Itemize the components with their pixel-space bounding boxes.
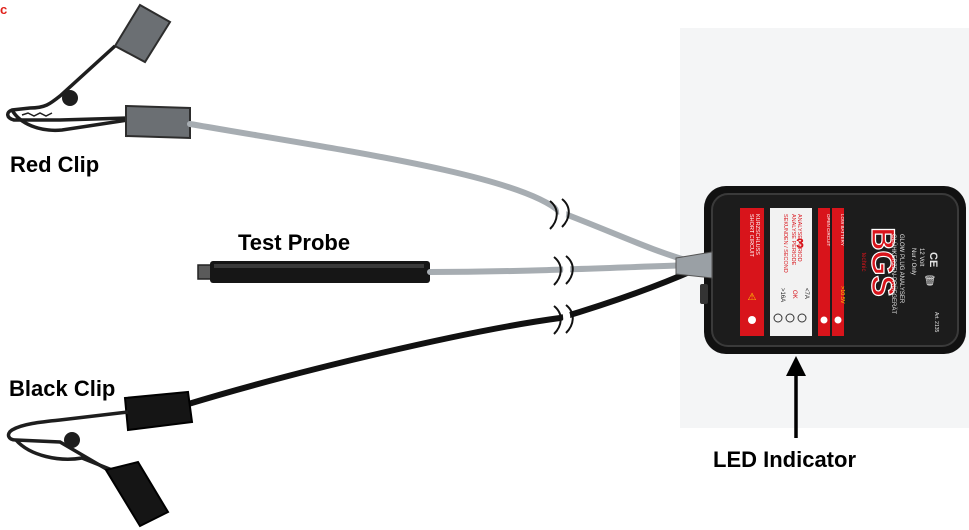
label-low-battery: LOW BATTERY xyxy=(840,214,845,246)
black-clip-pivot xyxy=(64,432,80,448)
probe-tip xyxy=(197,264,213,280)
probe-cable-break xyxy=(553,253,574,287)
led-ok xyxy=(785,313,795,323)
ce-mark: CE xyxy=(927,252,939,267)
bgs-logo: BGS technic xyxy=(860,227,902,298)
red-cable xyxy=(187,121,695,265)
strip-open-circuit xyxy=(818,208,830,336)
black-clip-jaw-upper xyxy=(6,410,129,472)
label-test-probe: Test Probe xyxy=(238,230,351,255)
led-over xyxy=(773,313,783,323)
black-clip-sleeve xyxy=(123,390,194,432)
red-clip-jaw-upper xyxy=(6,44,131,122)
device-title-de: GLÜHKERZEN-PRÜFGERÄT xyxy=(890,234,897,314)
label-short-circuit: SHORT CIRCUIT xyxy=(748,214,754,258)
label-led-indicator: LED Indicator xyxy=(713,447,857,472)
label-red-clip: Red Clip xyxy=(10,152,100,177)
device-title-en: GLOW PLUG ANALYSER xyxy=(898,234,904,304)
label-black-clip: Black Clip xyxy=(9,376,116,401)
red-clip xyxy=(6,3,191,140)
red-clip-teeth xyxy=(21,112,53,117)
led-low-battery xyxy=(834,316,842,324)
strip-short-circuit xyxy=(740,208,764,336)
device-side-button xyxy=(700,284,708,304)
label-analyse-de: ANALYSE PERIODE xyxy=(790,214,796,266)
red-cable-break xyxy=(549,197,570,231)
label-analyse-en: ANALYSE PERIOD xyxy=(796,214,802,262)
label-open-circuit: OPEN CIRCUIT xyxy=(826,214,831,247)
device-voltage-note: Nur / Only xyxy=(910,248,916,275)
led-row-0: >16A xyxy=(779,288,785,302)
led-row-2: <7A xyxy=(803,288,809,299)
black-clip xyxy=(6,390,194,528)
led-under xyxy=(797,313,807,323)
red-clip-top-grip xyxy=(113,3,172,64)
label-kurzschluss: KURZSCHLUSS xyxy=(754,214,760,255)
led-indicator-arrow xyxy=(786,356,806,438)
black-cable-break xyxy=(553,302,574,336)
black-clip-bottom-grip xyxy=(104,460,170,528)
red-clip-jaw-lower xyxy=(10,109,129,133)
strip-low-battery xyxy=(832,208,844,336)
bgs-logo-text: BGS xyxy=(865,227,901,296)
device-voltage: 12 Volt xyxy=(918,248,924,267)
black-cable xyxy=(182,267,697,408)
led-row-1: OK xyxy=(791,290,797,299)
device-strain-relief xyxy=(675,251,713,279)
seconds-value: 3 xyxy=(796,235,804,251)
warning-triangle-icon: ⚠ xyxy=(748,292,757,303)
bgs-logo-sub: technic xyxy=(860,252,866,271)
recycle-bin-icon: 🗑 xyxy=(924,275,937,287)
device-art-number: Art. 2135 xyxy=(933,312,939,333)
corner-mark: c xyxy=(0,2,8,17)
label-seconds: SEKUNDEN / SECOND xyxy=(782,214,788,273)
test-probe xyxy=(197,261,430,283)
probe-handle-shine xyxy=(214,264,424,268)
label-battery-voltage: >10.5V xyxy=(839,286,845,304)
red-clip-sleeve xyxy=(125,104,191,140)
red-clip-pivot xyxy=(62,90,78,106)
led-open-circuit xyxy=(820,316,828,324)
black-clip-jaw-lower xyxy=(14,438,113,472)
led-indicator-device: ⚠ KURZSCHLUSS SHORT CIRCUIT SEKUNDEN / S… xyxy=(675,186,966,354)
led-short-circuit xyxy=(748,316,756,324)
